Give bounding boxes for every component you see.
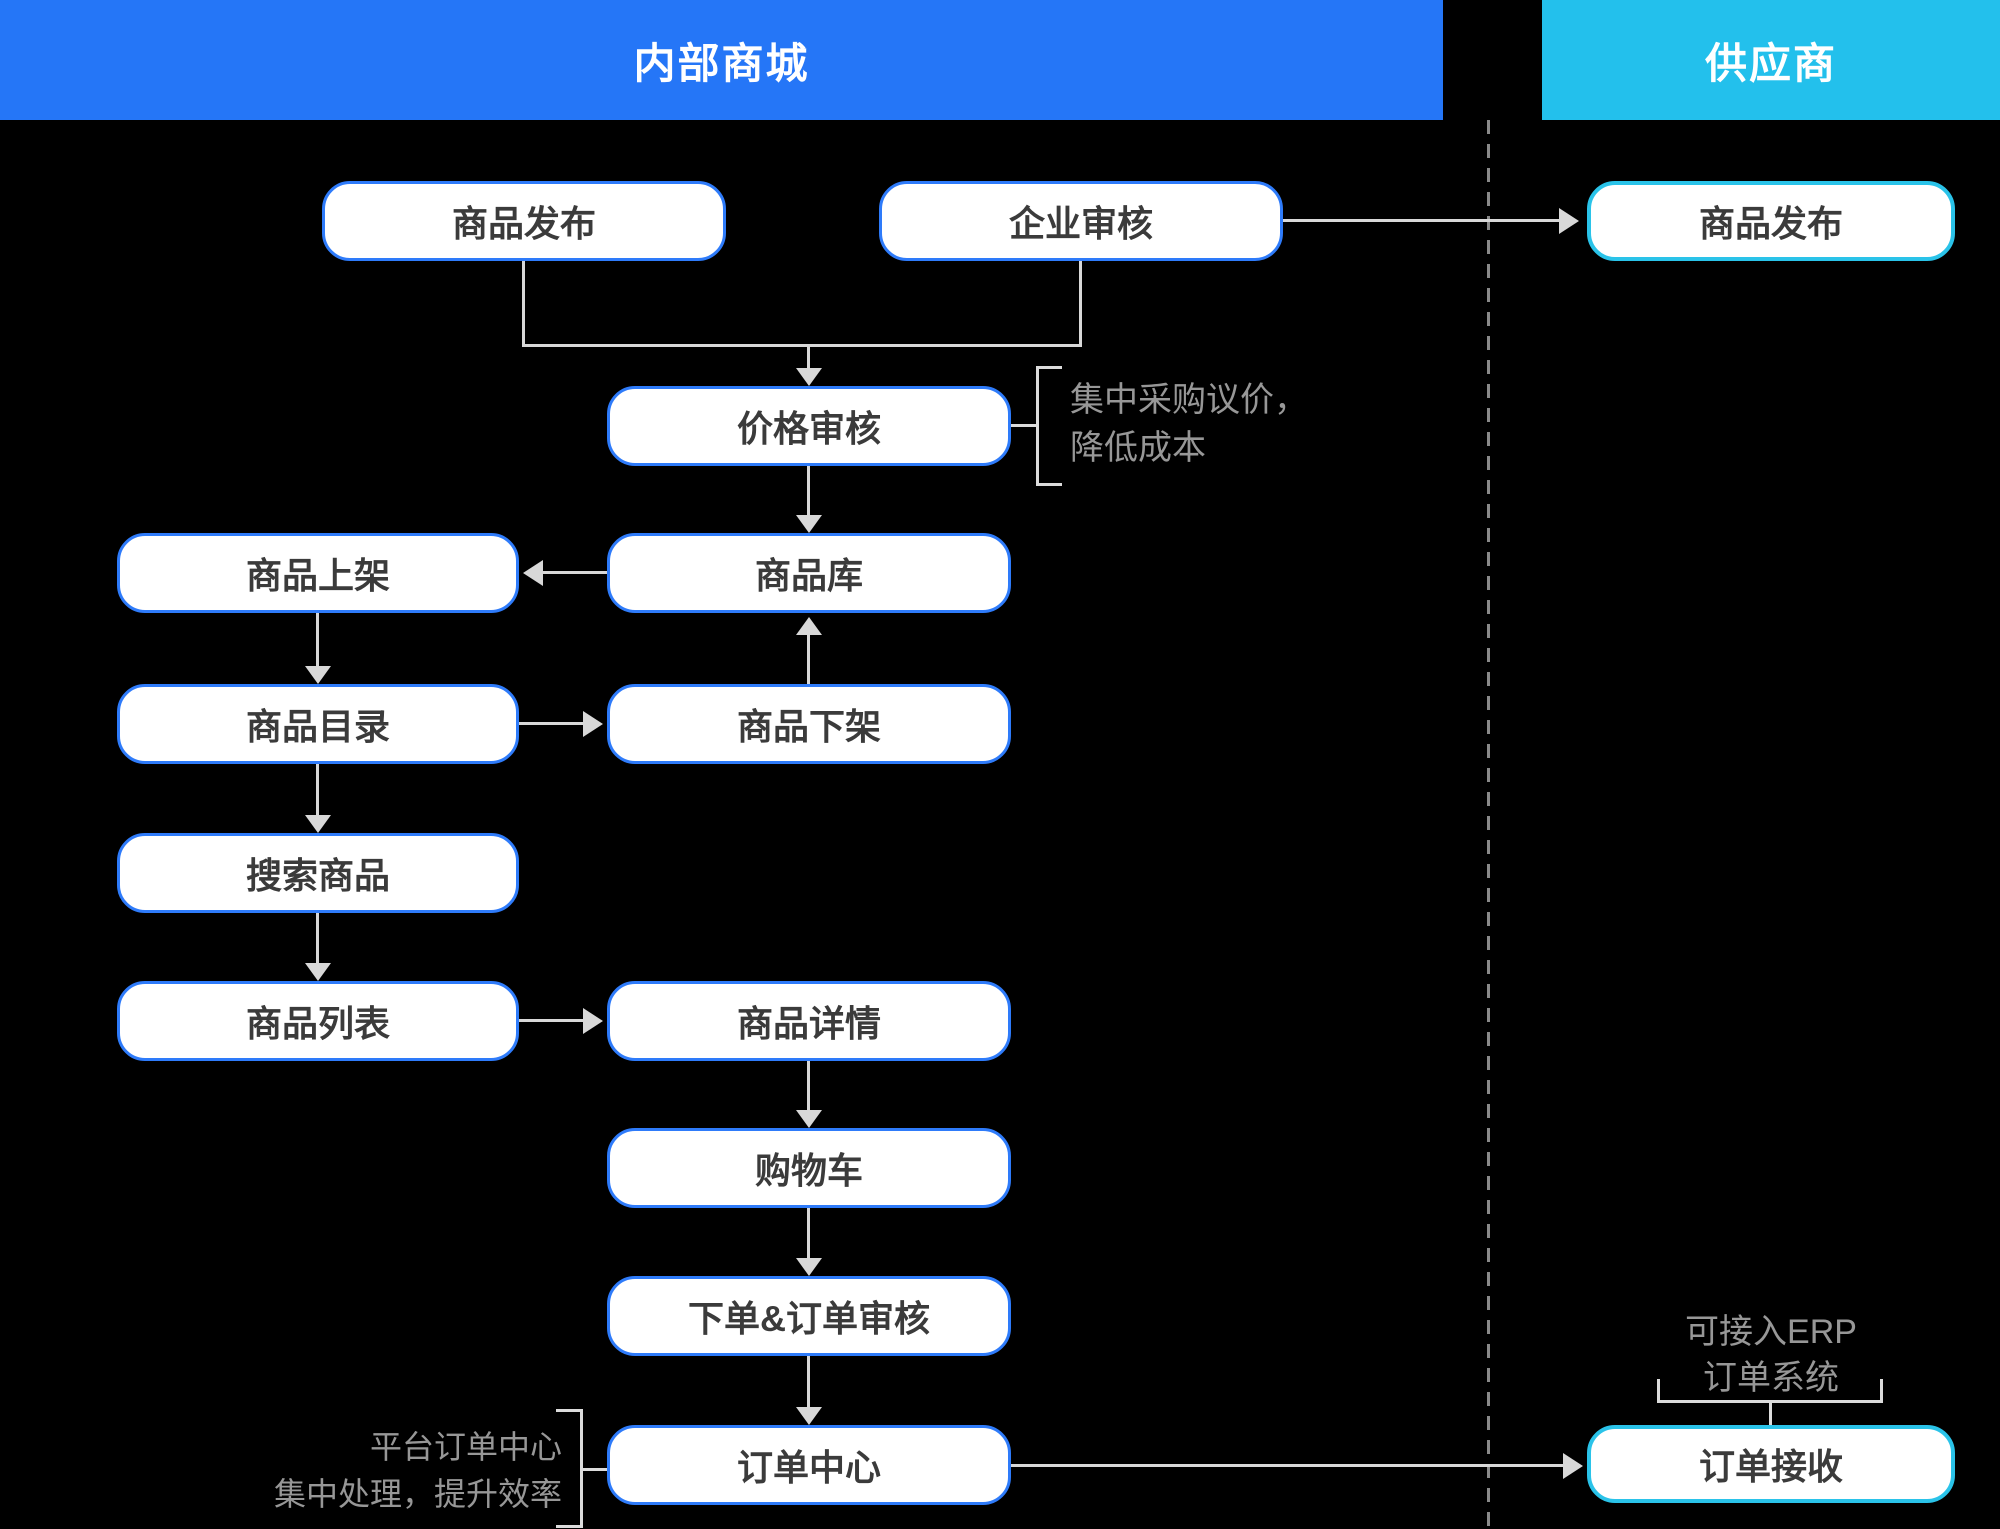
node-price-review: 价格审核 — [607, 386, 1011, 466]
node-product-publish-supplier: 商品发布 — [1587, 181, 1955, 261]
node-enterprise-review: 企业审核 — [879, 181, 1283, 261]
connector-line — [1079, 261, 1082, 346]
arrowhead-up-icon — [796, 617, 822, 635]
arrowhead-right-icon — [1559, 208, 1579, 234]
arrowhead-down-icon — [796, 515, 822, 533]
node-label: 商品库 — [754, 555, 863, 596]
annotation-line: 降低成本 — [1070, 429, 1206, 467]
bracket-line — [556, 1409, 583, 1412]
internal-mall-title: 内部商城 — [633, 39, 810, 87]
node-order-center: 订单中心 — [607, 1425, 1011, 1505]
connector-line — [522, 344, 1082, 347]
arrowhead-right-icon — [583, 1008, 603, 1034]
connector-line — [316, 613, 319, 666]
connector-line — [807, 1208, 810, 1258]
node-product-detail: 商品详情 — [607, 981, 1011, 1061]
bracket-line — [556, 1525, 583, 1528]
connector-line — [1283, 219, 1559, 222]
node-label: 企业审核 — [1008, 203, 1153, 244]
arrowhead-left-icon — [523, 560, 543, 586]
bracket-line — [1036, 366, 1039, 486]
arrowhead-right-icon — [1563, 1453, 1583, 1479]
connector-line — [807, 346, 810, 370]
node-label: 订单中心 — [736, 1447, 881, 1488]
connector-line — [807, 1061, 810, 1110]
bracket-line — [1011, 424, 1036, 427]
annotation-line: 集中处理，提升效率 — [273, 1476, 562, 1512]
bracket-line — [1769, 1400, 1772, 1425]
arrowhead-right-icon — [583, 711, 603, 737]
arrowhead-down-icon — [305, 815, 331, 833]
node-label: 购物车 — [754, 1150, 863, 1191]
annotation-line: 集中采购议价， — [1070, 381, 1308, 419]
section-divider-dashed-line — [1487, 120, 1490, 1529]
arrowhead-down-icon — [796, 1258, 822, 1276]
node-product-list: 商品列表 — [117, 981, 519, 1061]
node-search-products: 搜索商品 — [117, 833, 519, 913]
node-order-receive: 订单接收 — [1587, 1425, 1955, 1503]
node-label: 价格审核 — [736, 408, 881, 449]
connector-line — [316, 764, 319, 815]
price-review-annotation: 集中采购议价， 降低成本 — [1070, 376, 1308, 472]
internal-mall-header-bar: 内部商城 — [0, 0, 1443, 120]
connector-line — [543, 571, 607, 574]
connector-line — [807, 635, 810, 684]
node-shopping-cart: 购物车 — [607, 1128, 1011, 1208]
node-product-library: 商品库 — [607, 533, 1011, 613]
connector-line — [807, 1356, 810, 1407]
supplier-title: 供应商 — [1704, 39, 1837, 87]
supplier-header-bar: 供应商 — [1542, 0, 2000, 120]
order-center-annotation: 平台订单中心 集中处理，提升效率 — [220, 1424, 562, 1518]
node-product-publish-internal: 商品发布 — [322, 181, 726, 261]
connector-line — [316, 913, 319, 963]
bracket-line — [1880, 1379, 1883, 1403]
arrowhead-down-icon — [796, 1110, 822, 1128]
node-label: 商品列表 — [245, 1003, 390, 1044]
bracket-line — [580, 1468, 607, 1471]
annotation-line: 订单系统 — [1703, 1359, 1839, 1397]
node-label: 下单&订单审核 — [688, 1298, 930, 1339]
connector-line — [807, 466, 810, 515]
connector-line — [519, 1019, 583, 1022]
erp-annotation: 可接入ERP 订单系统 — [1591, 1309, 1951, 1401]
annotation-line: 平台订单中心 — [369, 1429, 562, 1465]
node-label: 商品下架 — [736, 706, 881, 747]
node-label: 商品目录 — [245, 706, 390, 747]
node-product-delisting: 商品下架 — [607, 684, 1011, 764]
arrowhead-down-icon — [305, 666, 331, 684]
node-order-and-review: 下单&订单审核 — [607, 1276, 1011, 1356]
bracket-line — [1036, 366, 1062, 369]
node-label: 商品发布 — [451, 203, 596, 244]
node-label: 商品发布 — [1698, 203, 1843, 244]
arrowhead-down-icon — [305, 963, 331, 981]
bracket-line — [1036, 483, 1062, 486]
arrowhead-down-icon — [796, 1407, 822, 1425]
annotation-line: 可接入ERP — [1685, 1313, 1857, 1351]
arrowhead-down-icon — [796, 368, 822, 386]
node-label: 商品详情 — [736, 1003, 881, 1044]
node-product-catalog: 商品目录 — [117, 684, 519, 764]
node-product-listing: 商品上架 — [117, 533, 519, 613]
connector-line — [522, 261, 525, 346]
node-label: 商品上架 — [245, 555, 390, 596]
bracket-line — [1657, 1379, 1660, 1403]
node-label: 搜索商品 — [245, 855, 390, 896]
node-label: 订单接收 — [1698, 1446, 1843, 1487]
connector-line — [519, 722, 583, 725]
connector-line — [1011, 1464, 1563, 1467]
